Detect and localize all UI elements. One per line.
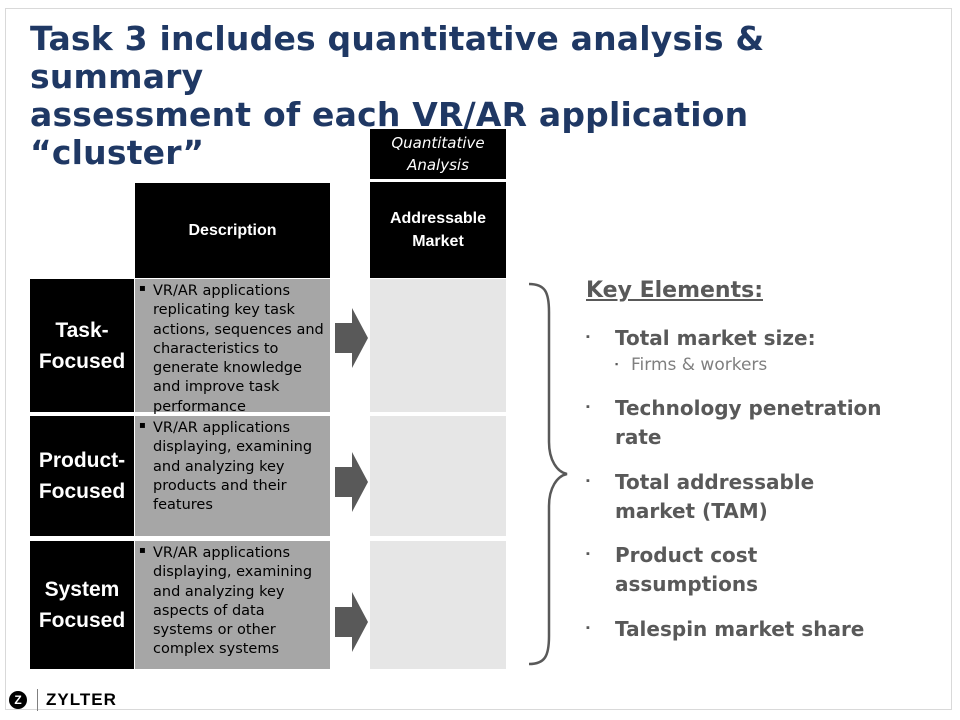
key-element-text: Total market size: xyxy=(615,326,816,350)
bullet-icon: ▪ xyxy=(139,545,146,556)
bullet-icon: ▪ xyxy=(139,283,146,294)
key-element-text: Total addressable market (TAM) xyxy=(615,470,815,523)
row-label-product-focused: Product- Focused xyxy=(30,416,134,536)
title-line-1: Task 3 includes quantitative analysis & … xyxy=(30,19,765,96)
arrow-right-icon xyxy=(335,308,368,368)
row-label-system-focused: System Focused xyxy=(30,541,134,669)
addressable-market-cell-task xyxy=(370,279,506,412)
slide-frame xyxy=(5,8,952,710)
row-label-task-focused: Task- Focused xyxy=(30,279,134,412)
logo-divider xyxy=(37,689,38,711)
addressable-market-cell-system xyxy=(370,541,506,669)
addressable-market-label: Addressable Market xyxy=(389,210,487,250)
arrow-right-icon xyxy=(335,592,368,652)
row-label-text: System Focused xyxy=(38,578,126,632)
key-elements-title: Key Elements: xyxy=(586,278,763,303)
description-header: Description xyxy=(135,183,330,278)
arrow-right-icon xyxy=(335,452,368,512)
description-cell-system: ▪ VR/AR applications displaying, examini… xyxy=(135,541,330,669)
key-element-text: Talespin market share xyxy=(615,617,865,641)
key-element-subtext: Firms & workers xyxy=(631,355,768,375)
bullet-icon: ▪ xyxy=(586,401,590,413)
row-label-text: Product- Focused xyxy=(38,449,126,503)
description-header-label: Description xyxy=(188,222,277,239)
bullet-icon: ▪ xyxy=(586,622,590,634)
bullet-icon: ▪ xyxy=(586,548,590,560)
row-label-text: Task- Focused xyxy=(38,318,126,373)
zylter-logo-text: ZYLTER xyxy=(46,690,117,709)
bullet-icon: ▪ xyxy=(586,475,590,487)
quantitative-analysis-label: Quantitative Analysis xyxy=(391,134,485,174)
description-cell-task: ▪ VR/AR applications replicating key tas… xyxy=(135,279,330,415)
zylter-logo: Z ZYLTER xyxy=(9,689,117,711)
addressable-market-header: Addressable Market xyxy=(370,182,506,278)
bullet-icon: ▪ xyxy=(615,359,619,369)
quantitative-analysis-header: Quantitative Analysis xyxy=(370,129,506,179)
bullet-icon: ▪ xyxy=(139,420,146,431)
title-line-2: assessment of each VR/AR application “cl… xyxy=(30,95,749,172)
description-cell-product: ▪ VR/AR applications displaying, examini… xyxy=(135,416,330,536)
key-element-text: Product cost assumptions xyxy=(615,543,758,596)
addressable-market-cell-product xyxy=(370,416,506,536)
description-text: VR/AR applications replicating key task … xyxy=(153,283,324,415)
curly-brace-icon xyxy=(528,282,568,666)
bullet-icon: ▪ xyxy=(586,331,590,343)
description-text: VR/AR applications displaying, examining… xyxy=(153,545,313,658)
key-element-text: Technology penetration rate xyxy=(615,396,882,449)
zylter-logo-icon: Z xyxy=(9,691,27,709)
slide-title: Task 3 includes quantitative analysis & … xyxy=(30,20,930,172)
description-text: VR/AR applications displaying, examining… xyxy=(153,420,313,514)
